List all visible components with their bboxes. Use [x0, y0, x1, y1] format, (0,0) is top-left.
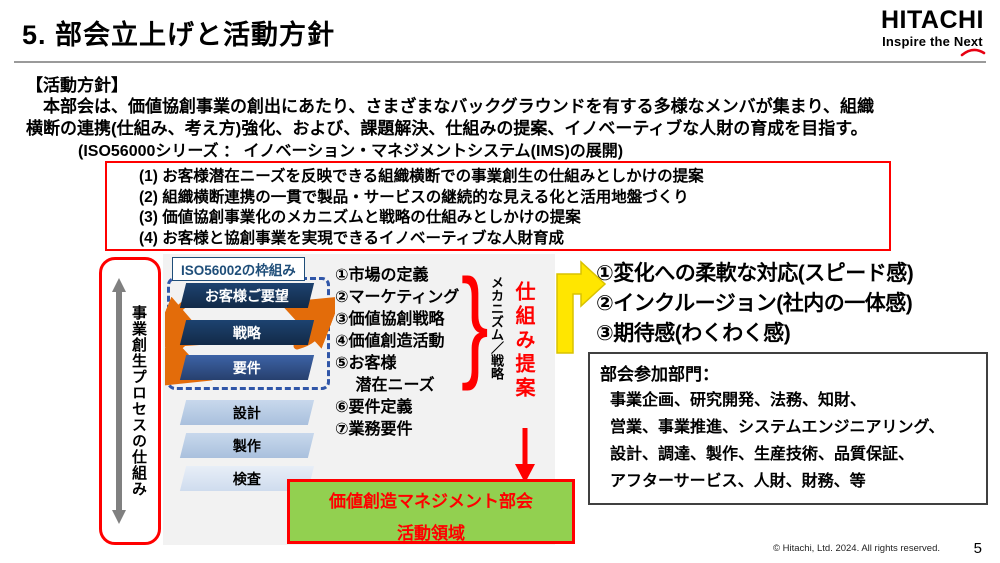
- process-layer-strategy: 戦略: [179, 320, 315, 345]
- proposal-item: (4) お客様と協創事業を実現できるイノベーティブな人財育成: [139, 229, 565, 247]
- departments-line: 営業、事業推進、システムエンジニアリング、: [610, 419, 945, 436]
- departments-line: アフターサービス、人財、財務、等: [610, 473, 866, 490]
- copyright-text: © Hitachi, Ltd. 2024. All rights reserve…: [773, 543, 940, 554]
- proposals-box: (1) お客様潜在ニーズを反映できる組織横断での事業創生の仕組みとしかけの提案 …: [105, 161, 891, 251]
- activity-area-box: 価値創造マネジメント部会 活動領域: [287, 479, 575, 544]
- proposal-item: (2) 組織横断連携の一貫で製品・サービスの継続的な見える化と活用地盤づくり: [139, 188, 689, 206]
- page-number: 5: [973, 540, 982, 557]
- down-arrow-icon: [515, 428, 535, 483]
- page-title: 5. 部会立上げと活動方針: [22, 20, 336, 50]
- step-item: ⑦業務要件: [335, 421, 413, 438]
- step-item: 潜在ニーズ: [335, 377, 435, 394]
- process-side-box: 事業創生プロセスの仕組み: [99, 257, 161, 545]
- process-layer-requirements: 要件: [179, 355, 315, 380]
- up-down-arrow-icon: [112, 278, 126, 524]
- elbow-arrow-icon: [556, 260, 607, 354]
- mechanism-strategy-label: メカニズム／戦略: [489, 276, 504, 380]
- step-item: ⑤お客様: [335, 355, 397, 372]
- brace-icon: }: [461, 253, 489, 393]
- highlight-item: ①変化への柔軟な対応(スピード感): [596, 262, 914, 285]
- departments-line: 設計、調達、製作、生産技術、品質保証、: [610, 446, 915, 463]
- policy-iso-line: (ISO56000シリーズ ： イノベーション・マネジメントシステム(IMS)の…: [78, 143, 624, 160]
- process-layer-production: 製作: [179, 433, 315, 458]
- activity-box-subtitle: 活動領域: [397, 524, 465, 543]
- proposal-item: (1) お客様潜在ニーズを反映できる組織横断での事業創生の仕組みとしかけの提案: [139, 168, 704, 185]
- departments-line: 事業企画、研究開発、法務、知財、: [610, 392, 867, 409]
- highlight-item: ②インクルージョン(社内の一体感): [596, 292, 913, 315]
- step-item: ③価値協創戦略: [335, 311, 445, 328]
- activity-box-title: 価値創造マネジメント部会: [329, 492, 533, 511]
- policy-heading: 【活動方針】: [26, 76, 128, 95]
- departments-heading: 部会参加部門：: [600, 365, 719, 384]
- step-item: ②マーケティング: [335, 289, 460, 306]
- proposal-item: (3) 価値協創事業化のメカニズムと戦略の仕組みとしかけの提案: [139, 209, 581, 226]
- step-item: ①市場の定義: [335, 267, 429, 284]
- hitachi-brand-text: HITACHI: [880, 6, 984, 34]
- hitachi-logo: HITACHI Inspire the Next: [880, 6, 986, 57]
- policy-body-line: 本部会は、価値協創事業の創出にあたり、さまざまなバックグラウンドを有する多様なメ…: [26, 97, 874, 116]
- hitachi-swoosh-icon: [960, 48, 986, 57]
- highlight-item: ③期待感(わくわく感): [596, 322, 791, 345]
- iso-framework-label: ISO56002の枠組み: [172, 257, 305, 281]
- process-side-label: 事業創生プロセスの仕組み: [130, 305, 147, 497]
- header-divider: [14, 61, 986, 63]
- process-layer-design: 設計: [179, 400, 315, 425]
- hitachi-tagline: Inspire the Next: [882, 34, 983, 50]
- step-item: ⑥要件定義: [335, 399, 413, 416]
- shikumi-teian-label: 仕組み提案: [512, 281, 534, 401]
- step-item: ④価値創造活動: [335, 333, 445, 350]
- process-layer-customer-request: お客様ご要望: [179, 283, 315, 308]
- policy-body-line: 横断の連携(仕組み、考え方)強化、および、課題解決、仕組みの提案、イノベーティブ…: [26, 119, 868, 138]
- departments-box: 部会参加部門： 事業企画、研究開発、法務、知財、 営業、事業推進、システムエンジ…: [588, 352, 988, 505]
